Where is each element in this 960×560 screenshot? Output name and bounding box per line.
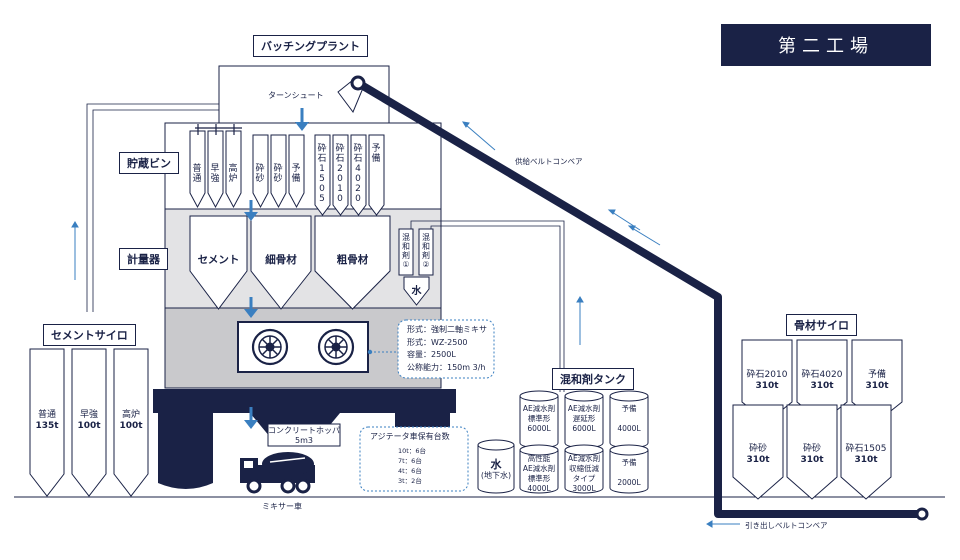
coarse-aggregate-label: 粗骨材 (336, 254, 369, 266)
mixer-spec: 容量：2500L (407, 350, 456, 359)
bin-label: 砕 石 2 0 1 0 (335, 144, 345, 204)
cement-silo-text: 早強 100t (72, 410, 106, 432)
silo-name: 砕石4020 (801, 370, 843, 380)
agitator-title: アジテータ車保有台数 (370, 432, 450, 441)
fine-aggregate-label: 細骨材 (265, 254, 297, 266)
silo-capacity: 310t (746, 455, 770, 465)
admixture-tank-label: 混和剤タンク (552, 368, 634, 390)
silo-capacity: 310t (854, 455, 878, 465)
bin-label: 砕 石 1 5 0 5 (317, 144, 327, 204)
silo-capacity: 135t (35, 421, 59, 431)
bin-label: 予 備 (291, 164, 301, 184)
hopper-tag-box (267, 423, 341, 447)
mixer-spec-box (397, 319, 495, 379)
bin-label: 早 強 (210, 164, 220, 184)
mixer-truck-icon (240, 452, 315, 494)
aggregate-silo-label: 骨材サイロ (786, 314, 857, 336)
water-name: 水 (490, 458, 502, 471)
concrete-hopper-label: コンクリートホッパ 5m3 (268, 426, 340, 446)
silo-name: 早強 (79, 410, 98, 420)
silo-name: 予備 (867, 370, 886, 380)
batching-plant-label: バッチングプラント (253, 35, 368, 57)
bin-label: 砕 石 4 0 2 0 (353, 144, 363, 204)
admixture2-label: 混 和 剤 ② (422, 233, 430, 269)
tank-text: 予備 4000L (617, 404, 641, 433)
bin-label: 予 備 (371, 144, 381, 164)
hopper-volume: 5m3 (295, 436, 313, 445)
silo-capacity: 100t (77, 421, 101, 431)
tank-text: AE減水剤 遅延形 6000L (567, 404, 601, 433)
left-base-tank (158, 413, 213, 489)
mixer-spec-list: 形式：強制二軸ミキサ 形式：WZ-2500 容量：2500L 公称能力：150m… (407, 324, 487, 374)
scale-label: 計量器 (119, 248, 168, 270)
aggregate-silo-text: 砕砂 310t (787, 444, 837, 466)
agitator-row: 4t：6台 (398, 467, 422, 475)
cement-silo-text: 普通 135t (30, 410, 64, 432)
silo-name: 砕砂 (802, 444, 821, 454)
twin-shaft-mixer (237, 321, 369, 373)
hopper-name: コンクリートホッパ (268, 426, 340, 435)
factory-title: 第二工場 (721, 24, 931, 66)
cement-hopper-label: セメント (197, 254, 240, 266)
admixture1-label: 混 和 剤 ① (402, 233, 410, 269)
bin-label: 砕 砂 (255, 164, 265, 184)
pull-conveyor-label: 引き出しベルトコンベア (745, 521, 828, 530)
tank-text: AE減水剤 標準形 6000L (522, 404, 556, 433)
water-tank-shape (477, 439, 515, 494)
water-tank-text: 水 (地下水) (478, 458, 514, 481)
silo-capacity: 310t (755, 381, 779, 391)
silo-name: 普通 (37, 410, 56, 420)
thin-arrows (71, 121, 740, 528)
silo-name: 砕石2010 (746, 370, 788, 380)
aggregate-silo-text: 砕砂 310t (733, 444, 783, 466)
mixer-spec: 形式：強制二軸ミキサ (407, 325, 487, 334)
silo-name: 砕石1505 (845, 444, 887, 454)
agitator-list: 10t：6台 7t：6台 4t：6台 3t：2台 (398, 446, 426, 486)
agitator-row: 7t：6台 (398, 457, 422, 465)
tank-text: 高性能 AE減水剤 標準形 4000L (522, 454, 556, 493)
silo-name: 高炉 (121, 410, 140, 420)
storage-bin-label: 貯蔵ビン (119, 152, 179, 174)
cement-silo-text: 高炉 100t (114, 410, 148, 432)
bin-label: 砕 砂 (273, 164, 283, 184)
aggregate-silo-text: 砕石2010 310t (742, 370, 792, 392)
mixer-truck-label: ミキサー車 (262, 502, 302, 511)
supply-pipes (86, 103, 565, 392)
belt-conveyor-line (355, 79, 922, 518)
mixer-spec: 公称能力：150m 3/h (407, 362, 486, 372)
agitator-box (359, 426, 469, 492)
cement-silos-shapes (29, 348, 149, 497)
water-sub: (地下水) (480, 471, 512, 480)
aggregate-silo-text: 砕石4020 310t (797, 370, 847, 392)
mixer-rotors (251, 328, 355, 366)
aggregate-silos-shapes (732, 339, 903, 500)
silo-capacity: 100t (119, 421, 143, 431)
agitator-row: 10t：6台 (398, 447, 426, 455)
silo-capacity: 310t (800, 455, 824, 465)
cement-silo-label: セメントサイロ (43, 324, 136, 346)
bin-label: 高 炉 (228, 164, 238, 184)
base-beam (153, 389, 456, 413)
aggregate-silo-text: 砕石1505 310t (841, 444, 891, 466)
tank-text: 予備 2000L (617, 458, 641, 487)
silo-name: 砕砂 (748, 444, 767, 454)
silo-capacity: 310t (810, 381, 834, 391)
agitator-row: 3t：2台 (398, 477, 422, 485)
weigh-hoppers (189, 215, 434, 310)
storage-bins (189, 130, 385, 216)
turn-chute-label: ターンシュート (268, 91, 324, 100)
admixture-tanks-shapes (519, 390, 649, 494)
flow-arrows (244, 108, 309, 429)
aggregate-silo-text: 予備 310t (852, 370, 902, 392)
tank-text: AE減水剤 収縮低減 タイプ 3000L (567, 454, 601, 493)
silo-capacity: 310t (865, 381, 889, 391)
bin-label: 普 通 (192, 164, 202, 184)
supply-conveyor-label: 供給ベルトコンベア (515, 157, 583, 166)
water-hopper-label: 水 (411, 286, 422, 297)
cement-pipes (195, 124, 242, 135)
mixer-spec: 形式：WZ-2500 (407, 337, 468, 347)
